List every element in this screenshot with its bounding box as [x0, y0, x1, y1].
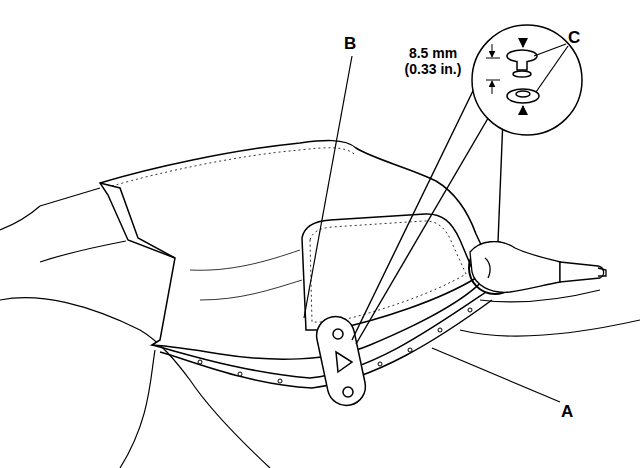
- snap-inset: [492, 81, 493, 94]
- car-body: [0, 206, 40, 230]
- soft-top: [190, 250, 300, 270]
- rim-holes: [278, 379, 282, 383]
- rim-holes: [238, 372, 242, 376]
- callout-letter: B: [344, 34, 356, 54]
- snap-inset: [507, 89, 539, 103]
- snap-inset: [492, 44, 493, 57]
- callout-letter: A: [561, 402, 573, 422]
- rim-holes: [408, 348, 412, 352]
- leader-lines: [432, 348, 560, 402]
- rim-holes: [198, 360, 202, 364]
- hand-with-tool: [560, 262, 604, 282]
- snap-inset: [516, 91, 530, 97]
- zoom-oval: [336, 352, 352, 372]
- soft-top: [100, 183, 175, 258]
- soft-top: [112, 148, 354, 186]
- rim-holes: [378, 362, 382, 366]
- car-body: [40, 188, 100, 206]
- snap-inset: [513, 71, 531, 77]
- pointer-arrows: [498, 118, 503, 242]
- pointer-arrows: [356, 108, 494, 344]
- hand-with-tool: [470, 242, 560, 293]
- snap-inset: [517, 61, 527, 70]
- snap-inset: [507, 50, 537, 62]
- callout-letter: C: [568, 28, 580, 48]
- hand-with-tool: [469, 242, 606, 294]
- soft-top: [200, 280, 302, 300]
- dimension-label: 8.5 mm (0.33 in.): [394, 45, 472, 77]
- hand-with-tool: [485, 258, 490, 278]
- zoom-oval: [313, 313, 369, 409]
- hand-with-tool: [598, 268, 606, 276]
- snap-inset: [472, 25, 582, 135]
- leader-lines: [534, 44, 566, 56]
- soft-top: [100, 141, 492, 388]
- car-body: [40, 241, 126, 262]
- zoom-oval: [313, 313, 369, 409]
- snap-inset: [522, 106, 524, 112]
- rim-holes: [468, 308, 472, 312]
- rim-holes: [438, 328, 442, 332]
- leader-lines: [304, 56, 352, 318]
- snap-inset: [472, 25, 582, 135]
- pointer-arrows: [352, 62, 487, 340]
- snap-inset: [522, 40, 524, 47]
- car-body: [120, 350, 155, 468]
- zoom-oval: [343, 387, 353, 397]
- snap-inset: [486, 58, 500, 80]
- leader-lines: [536, 46, 568, 92]
- soft-top: [310, 221, 466, 322]
- soft-top: [302, 214, 476, 330]
- zoom-oval: [333, 329, 343, 339]
- car-body: [460, 320, 640, 336]
- leader-lines: [304, 44, 568, 402]
